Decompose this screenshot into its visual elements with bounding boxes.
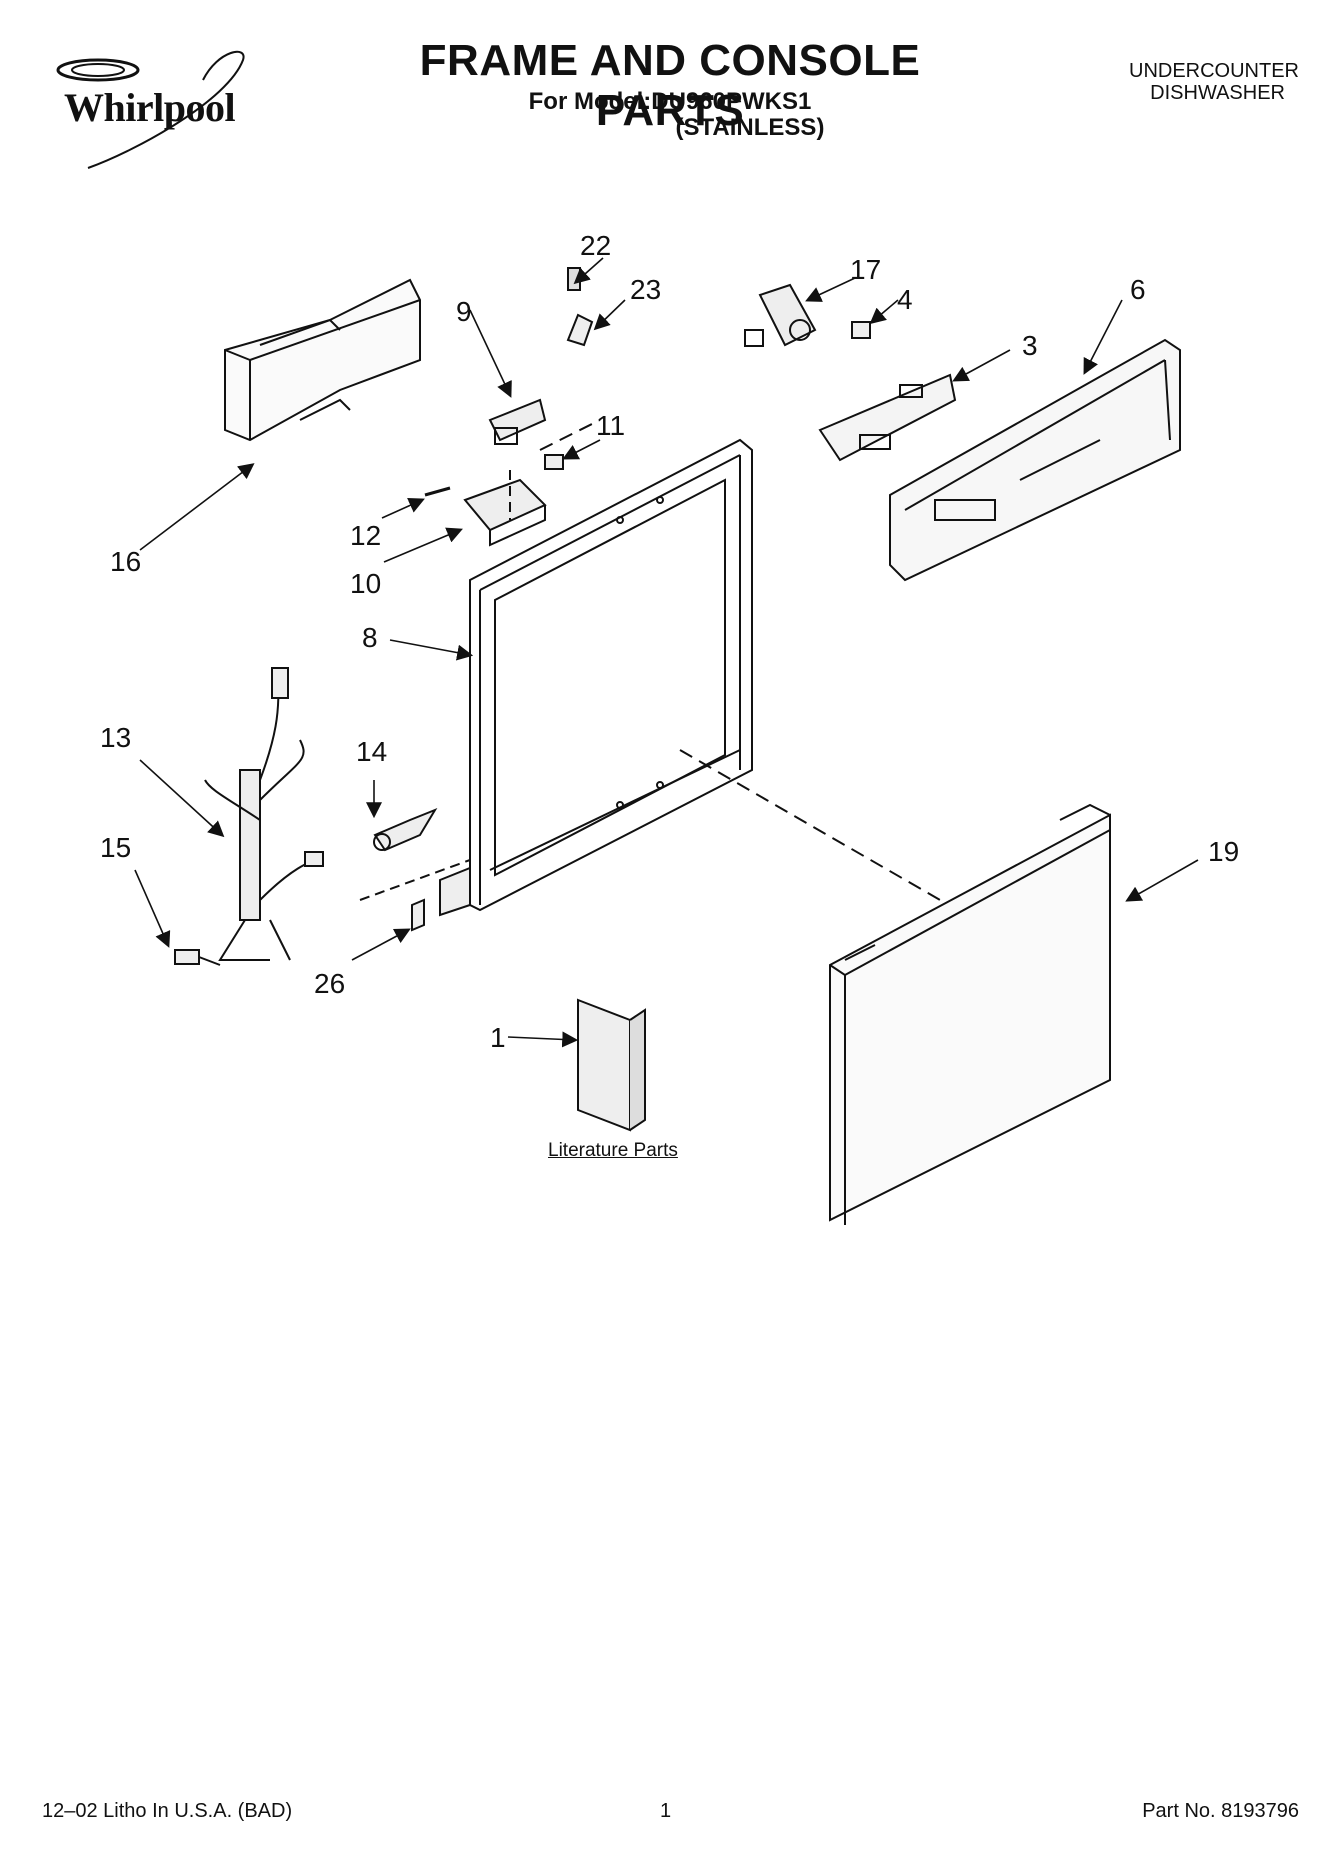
callout-8: 8 <box>362 622 378 653</box>
callout-15: 15 <box>100 832 132 863</box>
part-8-frame <box>439 438 753 917</box>
part-12-pin <box>424 486 451 497</box>
part-16-shield <box>224 278 421 442</box>
callout-12: 12 <box>350 520 382 551</box>
swirl-logo-icon <box>56 50 245 169</box>
callout-19: 19 <box>1208 836 1240 867</box>
part-4-clip <box>851 321 871 339</box>
part-1-literature <box>577 998 646 1132</box>
part-6-console <box>889 338 1181 582</box>
callout-14: 14 <box>356 736 388 767</box>
part-17-switch <box>744 283 817 347</box>
callout-11: 11 <box>596 410 626 441</box>
part-23-bracket <box>566 313 594 347</box>
brand-wordmark: Whirlpool <box>64 85 236 130</box>
brand-logo: Whirlpool <box>28 40 288 170</box>
leader-lines <box>134 257 1199 1048</box>
category-line-1: UNDERCOUNTER <box>1129 60 1299 82</box>
callout-16: 16 <box>110 546 142 577</box>
literature-parts-label: Literature Parts <box>548 1140 678 1161</box>
category-line-2: DISHWASHER <box>1150 82 1285 104</box>
callout-26: 26 <box>314 968 346 999</box>
callout-4: 4 <box>897 284 913 315</box>
page-title: FRAME AND CONSOLE PARTS <box>419 36 921 135</box>
callout-23: 23 <box>630 274 662 305</box>
part-19-door-panel <box>829 803 1111 1225</box>
print-info: 12–02 Litho In U.S.A. (BAD) <box>42 1800 293 1822</box>
part-14-valve <box>373 807 438 852</box>
callout-1: 1 <box>490 1022 506 1053</box>
part-11-clip <box>544 454 564 470</box>
callout-9: 9 <box>456 296 472 327</box>
callout-3: 3 <box>1022 330 1038 361</box>
page-number: 1 <box>660 1800 672 1822</box>
callout-13: 13 <box>100 722 132 753</box>
callout-10: 10 <box>350 568 382 599</box>
callout-22: 22 <box>580 230 612 261</box>
part-number: Part No. 8193796 <box>1142 1800 1299 1822</box>
part-13-wire-harness <box>204 667 324 961</box>
callout-6: 6 <box>1130 274 1146 305</box>
part-9-latch <box>488 398 547 445</box>
part-3-control-board <box>818 373 957 462</box>
part-15-fitting <box>174 949 221 966</box>
model-line: For Model:DU960PWKS1 <box>528 88 812 115</box>
callout-17: 17 <box>850 254 882 285</box>
variant-label: (STAINLESS) <box>675 114 825 141</box>
part-26-clip <box>411 898 425 932</box>
part-10-bracket <box>463 478 547 547</box>
